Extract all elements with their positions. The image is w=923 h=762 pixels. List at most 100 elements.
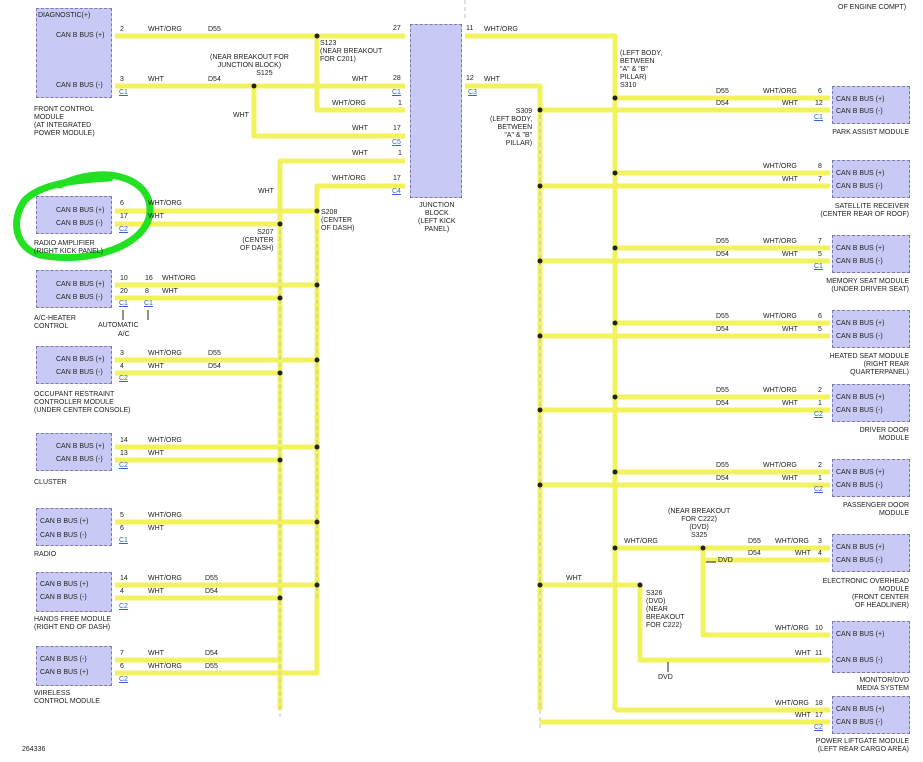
pin-number: 4 bbox=[120, 363, 124, 370]
wire-label: WHT bbox=[782, 475, 798, 482]
wire-label: WHT/ORG bbox=[624, 538, 658, 545]
radio-box bbox=[36, 508, 112, 546]
wire-label: WHT bbox=[162, 288, 178, 295]
wire-label: WHT/ORG bbox=[148, 26, 182, 33]
pin-number: 1 bbox=[398, 150, 402, 157]
wire-label: WHT/ORG bbox=[484, 26, 518, 33]
wire-label: WHT/ORG bbox=[332, 100, 366, 107]
note-dvd-1: DVD bbox=[718, 557, 733, 564]
conn-label[interactable]: C1 bbox=[119, 537, 128, 544]
pin-number: 6 bbox=[120, 525, 124, 532]
conn-label[interactable]: C2 bbox=[119, 603, 128, 610]
conn-label[interactable]: C2 bbox=[814, 411, 823, 418]
wireless-control-module-box bbox=[36, 646, 112, 686]
wire-label: WHT/ORG bbox=[332, 175, 366, 182]
wire-label: WHT bbox=[782, 400, 798, 407]
pin-can-minus: CAN B BUS (-) bbox=[836, 183, 883, 190]
ac-heater-control-box bbox=[36, 270, 112, 308]
wire-wcm-plus bbox=[115, 590, 320, 676]
conn-label[interactable]: C4 bbox=[392, 188, 401, 195]
pin-can-minus: CAN B BUS (-) bbox=[40, 656, 87, 663]
pin-can-minus: CAN B BUS (-) bbox=[56, 294, 103, 301]
wire-label: D55 bbox=[208, 26, 221, 33]
pin-can-plus: CAN B BUS (+) bbox=[836, 96, 885, 103]
wire-label: WHT bbox=[148, 650, 164, 657]
wire-layer bbox=[115, 33, 830, 725]
pin-can-minus: CAN B BUS (-) bbox=[836, 482, 883, 489]
conn-label[interactable]: C5 bbox=[392, 139, 401, 146]
pin-number: 6 bbox=[818, 313, 822, 320]
note-automatic: AUTOMATIC bbox=[98, 322, 139, 329]
conn-label[interactable]: C1 bbox=[392, 89, 401, 96]
pin-number: 1 bbox=[818, 475, 822, 482]
wire-label: D54 bbox=[716, 400, 729, 407]
conn-label[interactable]: C2 bbox=[119, 226, 128, 233]
pin-number: 4 bbox=[120, 588, 124, 595]
conn-label[interactable]: C1 bbox=[814, 263, 823, 270]
pin-number: 3 bbox=[120, 76, 124, 83]
pin-can-plus: CAN B BUS (+) bbox=[836, 320, 885, 327]
conn-label[interactable]: C1 bbox=[119, 89, 128, 96]
pin-number: 2 bbox=[120, 26, 124, 33]
pin-number: 17 bbox=[815, 712, 823, 719]
junction-block-box bbox=[410, 24, 462, 198]
wire-label: WHT bbox=[148, 588, 164, 595]
wire-label: WHT bbox=[484, 76, 500, 83]
pin-number: 20 bbox=[120, 288, 128, 295]
pin-can-plus: CAN B BUS (+) bbox=[836, 544, 885, 551]
pin-number: 16 bbox=[145, 275, 153, 282]
wire-jb-out-minus bbox=[465, 83, 543, 710]
wire-s125-drop bbox=[251, 86, 405, 139]
conn-label[interactable]: C3 bbox=[468, 89, 477, 96]
wire-label: WHT/ORG bbox=[775, 538, 809, 545]
conn-label[interactable]: C2 bbox=[119, 676, 128, 683]
conn-label[interactable]: C2 bbox=[814, 724, 823, 731]
wire-label: WHT bbox=[148, 76, 164, 83]
pin-number: 3 bbox=[120, 350, 124, 357]
pin-number: 10 bbox=[815, 625, 823, 632]
module-label: RADIO bbox=[34, 551, 57, 558]
wire-label: WHT bbox=[795, 550, 811, 557]
electronic-overhead-module-box bbox=[832, 534, 910, 572]
pin-can-minus: CAN B BUS (-) bbox=[836, 557, 883, 564]
passenger-door-module-box bbox=[832, 459, 910, 497]
conn-label[interactable]: C1 bbox=[119, 300, 128, 307]
wire-label: WHT bbox=[148, 450, 164, 457]
pin-can-plus: CAN B BUS (+) bbox=[56, 281, 105, 288]
occupant-restraint-box bbox=[36, 346, 112, 384]
pin-can-minus: CAN B BUS (-) bbox=[40, 532, 87, 539]
wire-label: WHT bbox=[795, 650, 811, 657]
pin-number: 5 bbox=[818, 251, 822, 258]
note-s309: S309(LEFT BODY,BETWEEN"A" & "B"PILLAR) bbox=[490, 108, 533, 148]
pin-can-minus: CAN B BUS (-) bbox=[56, 82, 103, 89]
wire-label: D55 bbox=[716, 88, 729, 95]
wire-label: WHT bbox=[352, 76, 368, 83]
conn-label-2[interactable]: C1 bbox=[144, 300, 153, 307]
pin-can-plus: CAN B BUS (+) bbox=[56, 207, 105, 214]
wire-label: WHT/ORG bbox=[148, 437, 182, 444]
conn-label[interactable]: C2 bbox=[814, 486, 823, 493]
wire-label: WHT bbox=[148, 213, 164, 220]
wire-label: WHT/ORG bbox=[148, 350, 182, 357]
conn-label[interactable]: C2 bbox=[119, 375, 128, 382]
wire-label: WHT bbox=[795, 712, 811, 719]
pin-can-plus: CAN B BUS (+) bbox=[56, 32, 105, 39]
pin-number: 28 bbox=[393, 75, 401, 82]
pin-can-minus: CAN B BUS (-) bbox=[56, 220, 103, 227]
wire-jb-out-plus bbox=[465, 33, 830, 101]
pin-diagnostic: DIAGNOSTIC(+) bbox=[38, 12, 91, 19]
wire-label: WHT bbox=[352, 125, 368, 132]
conn-label[interactable]: C1 bbox=[814, 114, 823, 121]
driver-door-module-box bbox=[832, 384, 910, 422]
wire-label: WHT/ORG bbox=[148, 663, 182, 670]
conn-label[interactable]: C2 bbox=[119, 462, 128, 469]
wire-label: WHT/ORG bbox=[763, 163, 797, 170]
